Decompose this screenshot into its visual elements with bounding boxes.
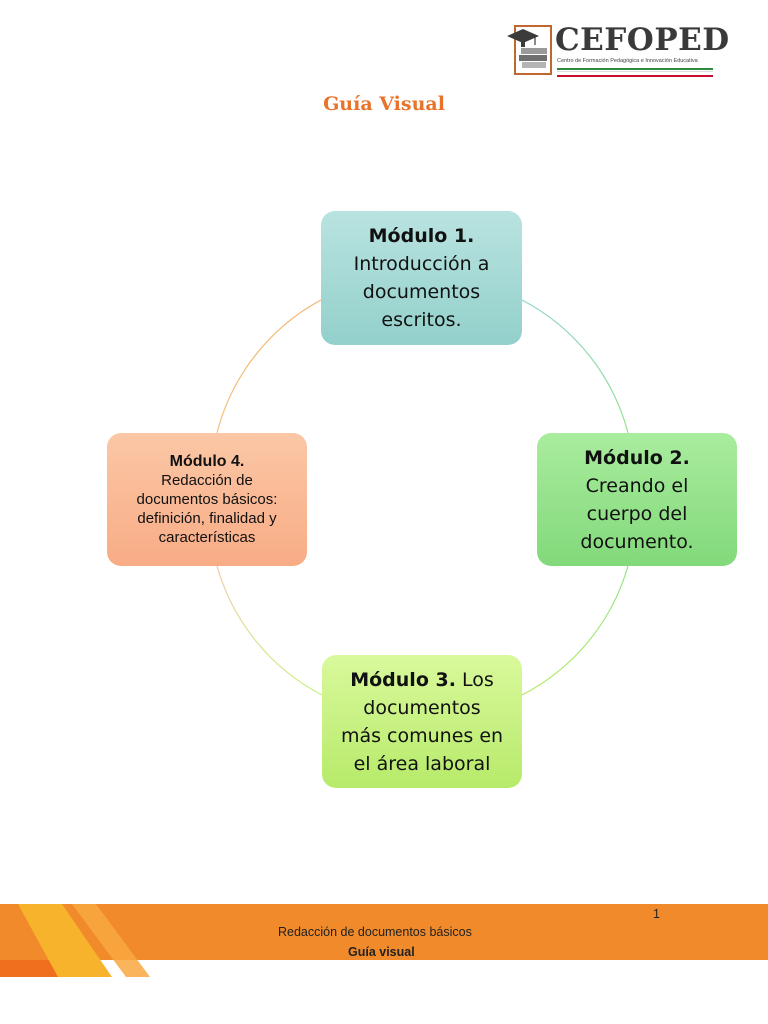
connector-4-1 [216,299,322,434]
connector-1-2 [521,299,629,434]
logo-title: CEFOPED [555,22,730,58]
graduation-cap-books-icon [507,25,552,75]
page-number: 1 [653,907,660,921]
connector-2-3 [521,565,629,696]
module-2-line-3: documento. [580,530,694,553]
module-3-title: Módulo 3. [350,668,456,691]
module-4-title: Módulo 4. [169,453,245,470]
module-3-title-suffix: Los [455,668,494,691]
footer-subtitle: Guía visual [348,945,415,959]
module-3-title-line: Módulo 3. Los [350,666,494,694]
module-1-line-1: Introducción a [353,253,490,275]
logo-subtitle: Centro de Formación Pedagógica e Innovac… [557,58,698,64]
module-3-line-1: documentos [363,696,481,719]
module-4-line-4: características [158,529,256,546]
module-2-title: Módulo 2. [584,446,690,469]
cefoped-logo: CEFOPED Centro de Formación Pedagógica e… [505,20,729,82]
footer-course-title: Redacción de documentos básicos [278,925,472,939]
module-3-line-3: el área laboral [353,752,491,775]
module-3-line-2: más comunes en [340,724,504,747]
module-1-line-3: escritos. [381,309,462,331]
module-4-line-2: documentos básicos: [136,491,278,508]
logo-color-bars [557,68,713,77]
module-4-line-1: Redacción de [161,472,253,489]
module-4-line-3: definición, finalidad y [137,510,277,527]
page-title: Guía Visual [323,93,445,115]
module-2-box: Módulo 2. Creando el cuerpo del document… [537,433,737,566]
module-2-line-2: cuerpo del [586,502,688,525]
module-1-box: Módulo 1. Introducción a documentos escr… [321,211,522,345]
module-2-line-1: Creando el [585,474,689,497]
module-1-line-2: documentos [362,281,481,303]
module-3-box: Módulo 3. Los documentos más comunes en … [322,655,522,788]
connector-3-4 [216,565,323,696]
module-1-title: Módulo 1. [368,225,475,247]
module-4-box: Módulo 4. Redacción de documentos básico… [107,433,307,566]
